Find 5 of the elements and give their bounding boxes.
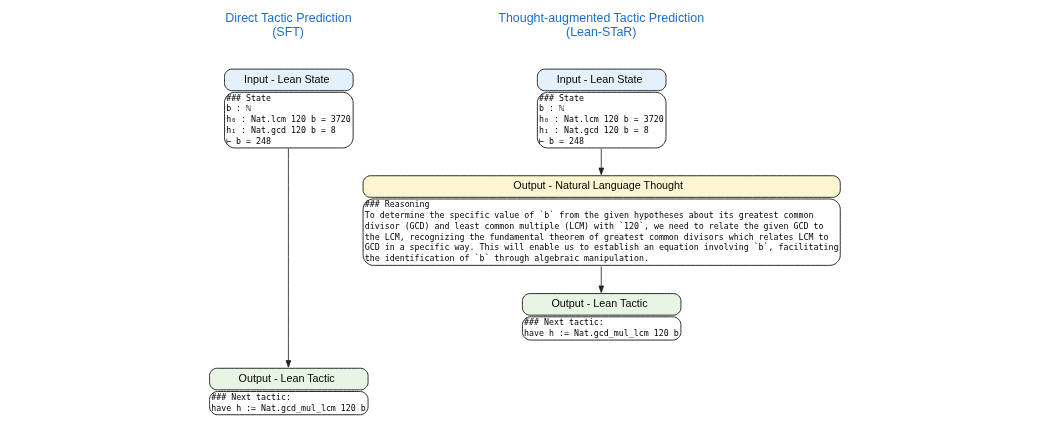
arrow	[598, 266, 604, 293]
label: Direct Tactic Prediction (SFT)	[225, 11, 352, 40]
arrow	[285, 148, 292, 368]
arrow	[598, 148, 604, 176]
label: Thought-augmented Tactic Prediction (Lean-STaR)	[498, 11, 705, 40]
